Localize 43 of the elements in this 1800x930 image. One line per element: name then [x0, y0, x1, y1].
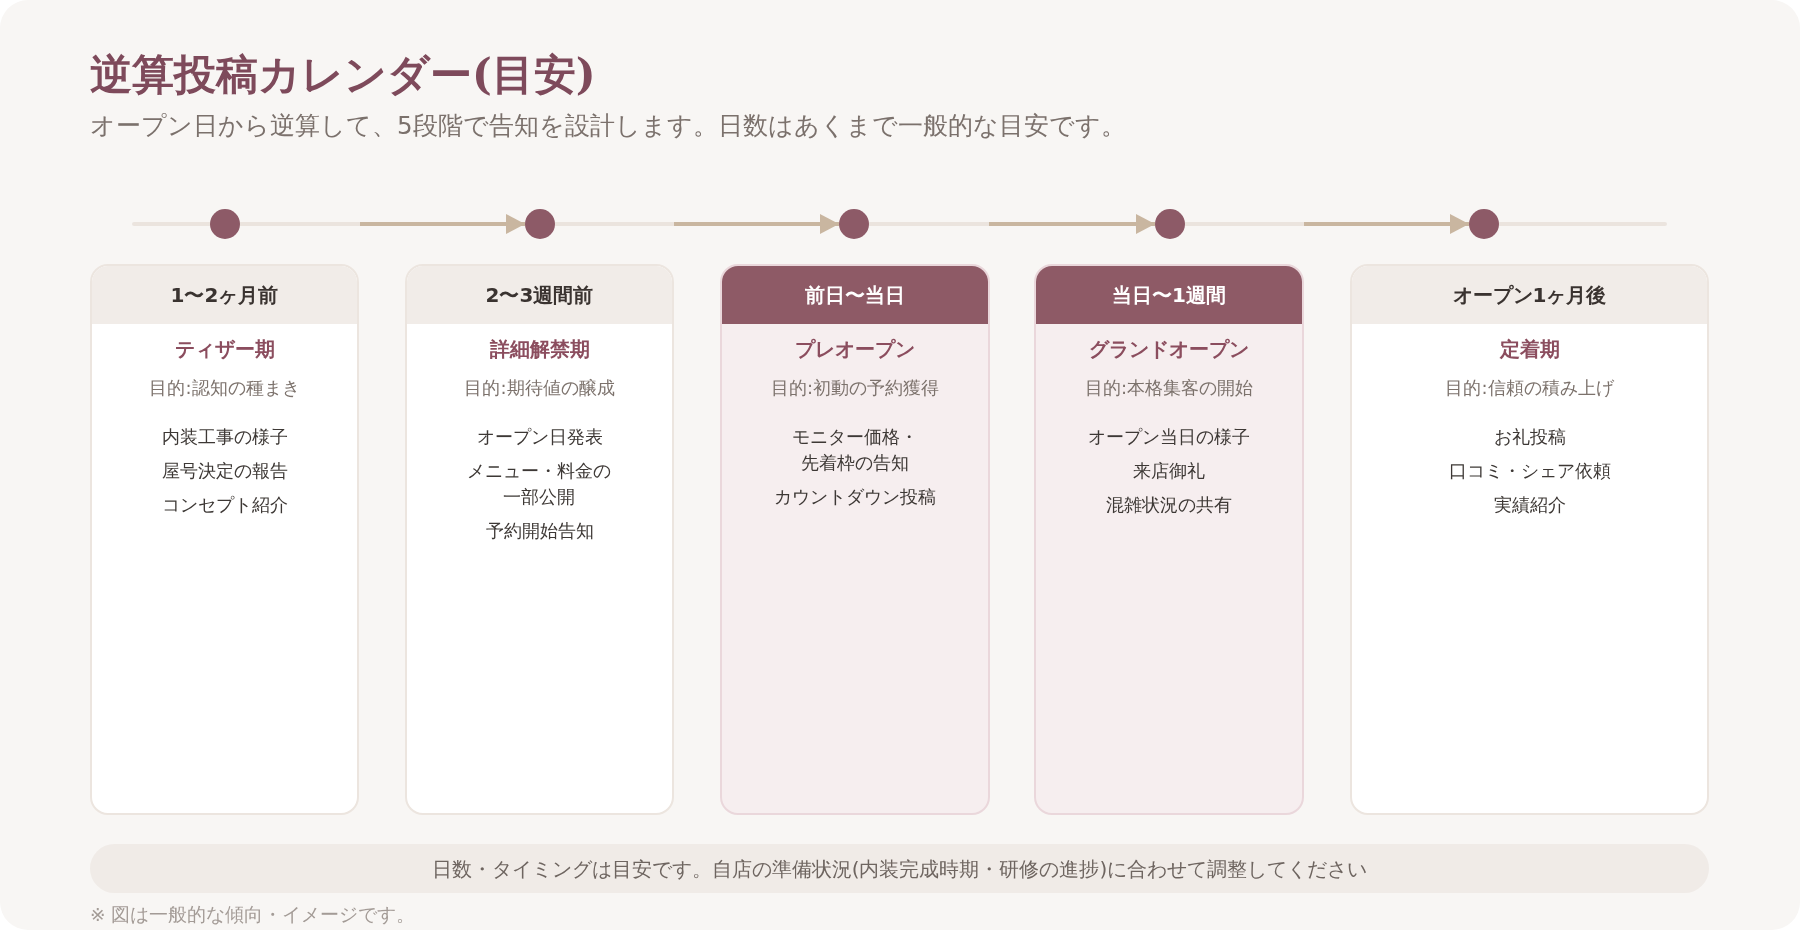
period-heading: 2〜3週間前 — [407, 266, 672, 324]
phase-name: 詳細解禁期 — [489, 336, 590, 362]
post-idea: オープン日発表 — [476, 425, 603, 449]
phase-name: ティザー期 — [174, 336, 275, 362]
phase-card — [90, 264, 359, 815]
phase-name: 定着期 — [1499, 336, 1560, 362]
timeline-dot — [1155, 209, 1185, 239]
post-idea: モニター価格・先着枠の告知 — [791, 425, 919, 475]
post-idea: コンセプト紹介 — [161, 493, 288, 517]
post-idea: 実績紹介 — [1493, 493, 1566, 517]
phase-goal: 目的:信頼の積み上げ — [1445, 376, 1614, 400]
phase-card — [1350, 264, 1709, 815]
post-idea: お礼投稿 — [1493, 425, 1566, 449]
phase-card — [720, 264, 990, 815]
period-heading: 前日〜当日 — [722, 266, 988, 324]
timeline-dot — [1469, 209, 1499, 239]
post-idea: オープン当日の様子 — [1088, 425, 1250, 449]
title: 逆算投稿カレンダー(目安) — [90, 50, 596, 100]
phase-goal: 目的:本格集客の開始 — [1084, 376, 1254, 400]
timeline-dot — [525, 209, 555, 239]
phase-card — [1034, 264, 1304, 815]
post-idea: 混雑状況の共有 — [1106, 493, 1232, 517]
post-idea: カウントダウン投稿 — [774, 485, 936, 509]
post-idea: 口コミ・シェア依頼 — [1448, 459, 1611, 483]
period-heading: 1〜2ヶ月前 — [92, 266, 357, 324]
phase-card — [405, 264, 674, 815]
period-heading: オープン1ヶ月後 — [1352, 266, 1707, 324]
phase-name: プレオープン — [795, 336, 915, 362]
subtitle: オープン日から逆算して、5段階で告知を設計します。日数はあくまで一般的な目安です。 — [90, 111, 1126, 141]
footnote: ※ 図は一般的な傾向・イメージです。 — [90, 904, 416, 926]
post-idea: 内装工事の様子 — [161, 425, 288, 449]
period-heading: 当日〜1週間 — [1036, 266, 1302, 324]
timeline-dot — [210, 209, 240, 239]
phase-goal: 目的:期待値の醸成 — [464, 376, 615, 400]
timeline-dot — [839, 209, 869, 239]
post-idea: 来店御礼 — [1133, 459, 1205, 483]
phase-goal: 目的:初動の予約獲得 — [770, 376, 940, 400]
post-idea: 屋号決定の報告 — [161, 459, 288, 483]
phase-goal: 目的:認知の種まき — [149, 376, 300, 400]
phase-name: グランドオープン — [1089, 336, 1249, 362]
post-idea: メニュー・料金の一部公開 — [466, 459, 613, 509]
post-idea: 予約開始告知 — [485, 519, 594, 543]
note-text: 日数・タイミングは目安です。自店の準備状況(内装完成時期・研修の進捗)に合わせて調整してください — [431, 855, 1368, 882]
